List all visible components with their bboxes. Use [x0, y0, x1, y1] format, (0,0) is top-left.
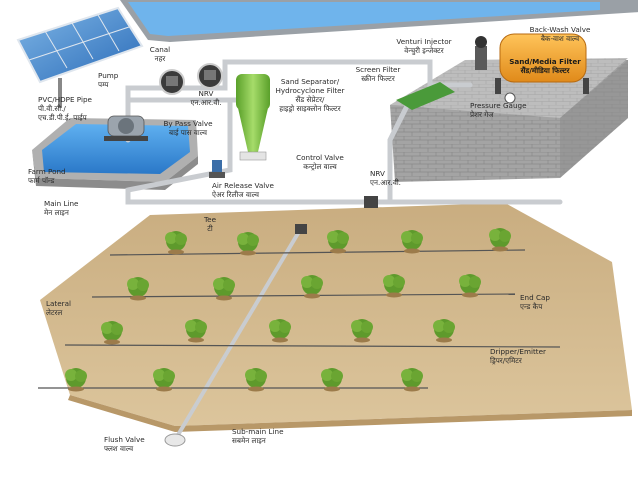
- lateral-2: [91, 293, 516, 298]
- label-main-line-1: मेन लाइन: [44, 208, 70, 217]
- label-nrv-left-1: एन.आर.वी.: [191, 98, 222, 107]
- label-submain-0: Sub-main Line: [232, 427, 284, 436]
- tree-icon: [459, 274, 481, 298]
- label-screen-filter-1: स्क्रीन फिल्टर: [361, 74, 396, 83]
- label-sand-separator-1: Hydrocyclone Filter: [275, 86, 344, 95]
- gauge-icon: [504, 92, 516, 104]
- tree-icon: [351, 319, 373, 343]
- tree-icon: [383, 274, 405, 298]
- farm-pond: [32, 118, 198, 190]
- pipe-network: [125, 59, 563, 442]
- hydrocyclone-filter-icon: [236, 74, 270, 161]
- field-ground: [40, 203, 632, 426]
- label-tee-1: टी: [207, 224, 213, 233]
- lateral-3: [64, 344, 561, 348]
- venturi-injector-icon: [475, 36, 487, 70]
- tree-icon: [433, 319, 455, 343]
- tree-icon: [213, 277, 235, 301]
- tree-icon: [101, 321, 123, 345]
- tree-icon: [65, 368, 87, 392]
- label-control-valve-0: Control Valve: [296, 153, 344, 162]
- label-sand-separator-3: हाइड्रो साइक्लोन फिल्टर: [279, 104, 342, 113]
- tree-icon: [269, 319, 291, 343]
- label-nrv-left-0: NRV: [199, 89, 214, 98]
- media-filter-icon: [495, 33, 589, 94]
- label-pipe-2: एच.डी.पी.ई. पाईप: [38, 113, 88, 122]
- label-tee-0: Tee: [203, 215, 217, 224]
- label-media-filter-0: Sand/Media Filter: [509, 57, 581, 66]
- label-farm-pond-1: फार्म पॉन्ड: [28, 176, 55, 185]
- label-air-release-0: Air Release Valve: [212, 181, 275, 190]
- label-air-release-1: ऐअर रिलीज वाल्व: [212, 190, 260, 199]
- flush-valve-icon: [164, 433, 186, 447]
- label-bypass-valve-0: By Pass Valve: [163, 119, 213, 128]
- label-pump-1: पम्प: [98, 80, 109, 89]
- tree-icon: [245, 368, 267, 392]
- label-pump-0: Pump: [98, 71, 119, 80]
- label-nrv-right-0: NRV: [370, 169, 385, 178]
- label-pressure-gauge-1: प्रेशर गेज: [470, 110, 494, 119]
- nrv-right-icon: [364, 196, 378, 208]
- air-release-valve-icon: [209, 160, 225, 178]
- tree-icon: [301, 275, 323, 299]
- control-valve-icon: [295, 224, 307, 234]
- solar-panel-icon: [16, 6, 144, 108]
- tree-icon: [321, 368, 343, 392]
- label-nrv-right-1: एन.आर.वी.: [370, 178, 401, 187]
- label-end-cap-1: एन्ड कैप: [520, 302, 543, 311]
- label-flush-valve-1: फ्लश वाल्व: [104, 444, 134, 453]
- tree-icon: [401, 368, 423, 392]
- label-pipe-1: पी.वी.सी./: [38, 104, 66, 113]
- tree-icon: [401, 230, 423, 254]
- label-submain-1: सबमेन लाइन: [232, 436, 267, 445]
- label-screen-filter-0: Screen Filter: [356, 65, 401, 74]
- label-sand-separator-2: सैंड सेप्रेटर/: [296, 95, 325, 104]
- label-bypass-valve-1: बाई पास वाल्व: [169, 128, 208, 137]
- tree-icon: [327, 230, 349, 254]
- label-end-cap-0: End Cap: [520, 293, 550, 302]
- tree-icon: [127, 277, 149, 301]
- label-venturi-1: वेन्चुरी इन्जेक्टर: [404, 46, 444, 55]
- tree-icon: [185, 319, 207, 343]
- label-back-wash-1: बैक-वाश वाल्व: [541, 34, 580, 43]
- label-farm-pond-0: Farm Pond: [28, 167, 66, 176]
- screen-filter-icon: [396, 82, 455, 110]
- tree-icon: [165, 231, 187, 255]
- label-venturi-0: Venturi Injector: [396, 37, 451, 46]
- label-canal-0: Canal: [150, 45, 170, 54]
- label-lateral-0: Lateral: [46, 299, 71, 308]
- label-canal-1: नहर: [155, 54, 167, 63]
- nrv-valve-icon: [197, 63, 223, 89]
- label-dripper-1: ड्रिपर/एमिटर: [490, 356, 523, 365]
- bypass-valve-icon: [159, 69, 185, 95]
- filter-platform: [390, 58, 628, 182]
- label-pipe-0: PVC/HDPE Pipe: [38, 95, 93, 104]
- label-flush-valve-0: Flush Valve: [104, 435, 145, 444]
- tree-icon: [153, 368, 175, 392]
- label-control-valve-1: कन्ट्रोल वाल्व: [303, 162, 338, 171]
- label-lateral-1: लेटरल: [46, 308, 62, 317]
- tree-icon: [237, 232, 259, 256]
- label-sand-separator-0: Sand Separator/: [281, 77, 340, 86]
- trees: [65, 228, 511, 392]
- label-pressure-gauge-0: Pressure Gauge: [470, 101, 527, 110]
- pump-icon: [104, 115, 148, 141]
- label-back-wash-0: Back-Wash Valve: [530, 25, 591, 34]
- label-dripper-0: Dripper/Emitter: [490, 347, 546, 356]
- tree-icon: [489, 228, 511, 252]
- label-main-line-0: Main Line: [44, 199, 79, 208]
- label-media-filter-1: सैंड/मीडिया फिल्टर: [520, 66, 571, 75]
